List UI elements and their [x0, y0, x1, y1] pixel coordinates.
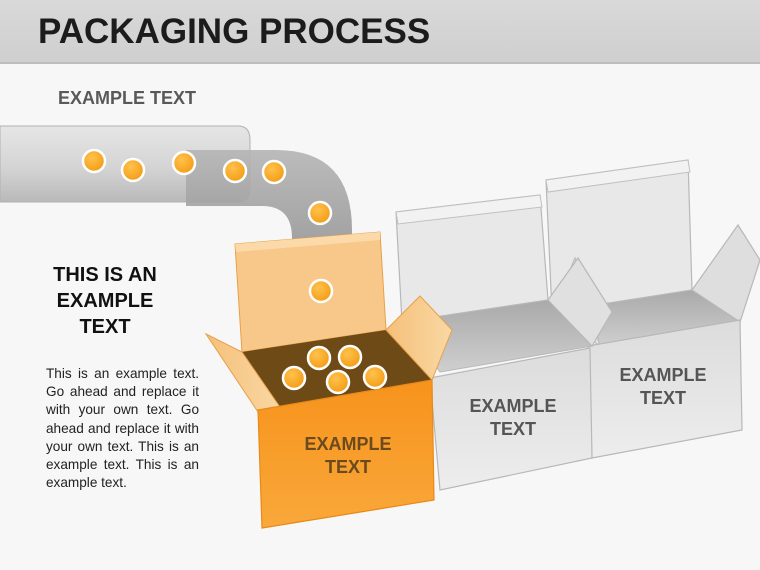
ball	[281, 365, 307, 391]
ball	[308, 278, 334, 304]
conveyor-label: EXAMPLE TEXT	[58, 88, 197, 108]
ball	[306, 345, 332, 371]
page-title: PACKAGING PROCESS	[38, 12, 431, 51]
ball	[362, 364, 388, 390]
box-2-label-line1: EXAMPLE	[469, 396, 556, 416]
side-heading: THIS IS AN EXAMPLE TEXT	[53, 264, 157, 338]
box-2-label-line2: TEXT	[490, 419, 536, 439]
box-2	[395, 194, 613, 491]
title-bar: PACKAGING PROCESS	[0, 0, 760, 64]
ball	[81, 148, 107, 174]
side-body-text: This is an example text. Go ahead and re…	[46, 366, 199, 491]
ball	[337, 344, 363, 370]
ball	[120, 157, 146, 183]
ball	[325, 369, 351, 395]
ball-group	[81, 148, 388, 395]
box-1-label-line2: TEXT	[325, 457, 371, 477]
ball	[261, 159, 287, 185]
box-3-label-line1: EXAMPLE	[619, 365, 706, 385]
ball	[171, 150, 197, 176]
ball	[222, 158, 248, 184]
box-1-label-line1: EXAMPLE	[304, 434, 391, 454]
ball	[307, 200, 333, 226]
box-3-label-line2: TEXT	[640, 388, 686, 408]
